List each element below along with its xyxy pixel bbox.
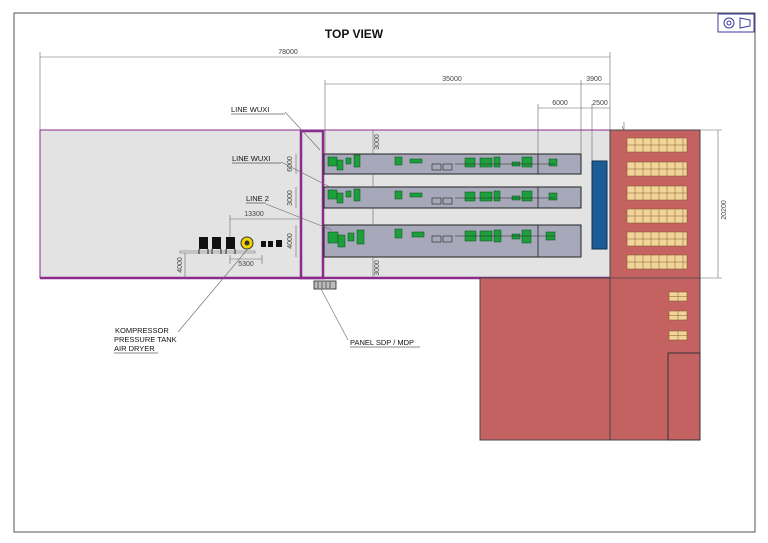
warehouse-room <box>667 352 701 441</box>
projection-symbol-icon <box>717 13 755 33</box>
dim-4000-left: 4000 <box>177 257 184 273</box>
line-2-machines <box>327 188 558 204</box>
partition-wall <box>299 129 325 280</box>
air-dryer-units <box>261 240 282 247</box>
dim-v-3000-bottom: 3000 <box>374 260 381 276</box>
dim-overall: 78000 <box>278 49 298 56</box>
warehouse-lower <box>479 277 611 441</box>
dim-v-6000: 6000 <box>287 156 294 172</box>
compressor-units <box>179 237 256 254</box>
production-line-2 <box>323 186 582 209</box>
label-panel: PANEL SDP / MDP <box>350 338 414 347</box>
dim-6000: 6000 <box>552 100 568 107</box>
label-air-dryer: AIR DRYER <box>114 344 155 353</box>
dim-20200: 20200 <box>721 200 728 220</box>
dim-v-3000-mid: 3000 <box>287 190 294 206</box>
pressure-tank-icon <box>240 236 254 250</box>
dim-2500: 2500 <box>592 100 608 107</box>
dim-5300: 5300 <box>238 261 254 268</box>
production-line-3 <box>323 224 582 258</box>
panel-sdp-mdp <box>313 280 337 290</box>
dim-13300: 13300 <box>244 211 264 218</box>
label-line-wuxi-2: LINE WUXI <box>232 154 270 163</box>
label-pressure-tank: PRESSURE TANK <box>114 335 177 344</box>
label-line-wuxi-1: LINE WUXI <box>231 105 269 114</box>
page-title: TOP VIEW <box>325 27 384 41</box>
dim-v-4000: 4000 <box>287 233 294 249</box>
label-line-2: LINE 2 <box>246 194 269 203</box>
dim-right-gap: 3900 <box>586 76 602 83</box>
blue-block <box>591 160 608 250</box>
dim-lines-span: 35000 <box>442 76 462 83</box>
label-kompressor: KOMPRESSOR <box>115 326 169 335</box>
dim-v-3000-top: 3000 <box>374 134 381 150</box>
